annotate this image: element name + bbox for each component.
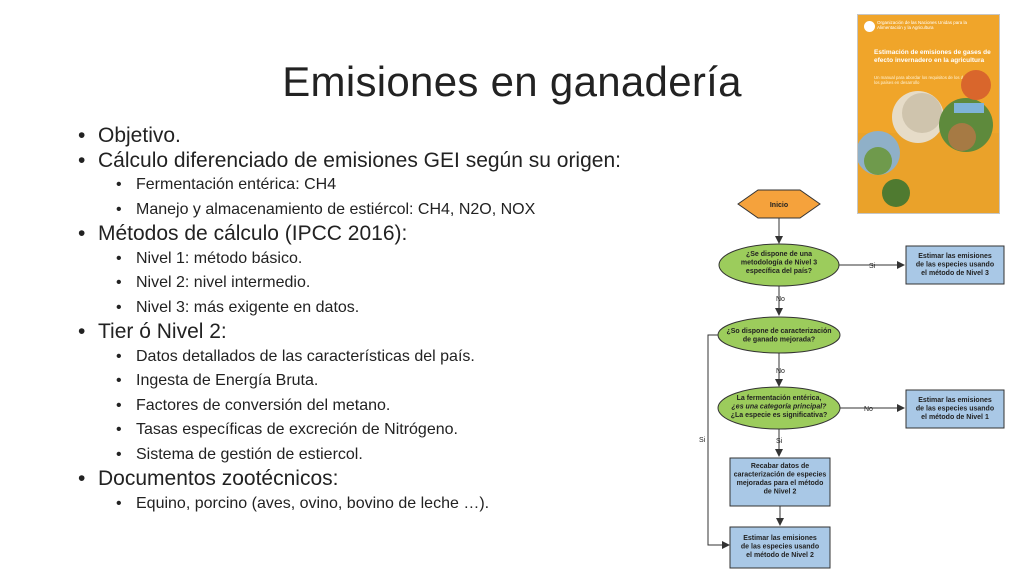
- book-photo-collage: [858, 70, 993, 207]
- label-q3-yes: Si: [776, 438, 783, 445]
- bullet-list: Objetivo.Cálculo diferenciado de emision…: [78, 124, 698, 516]
- book-cover-image: Organización de las Naciones Unidas para…: [857, 14, 1000, 214]
- flow-text-line: metodología de Nivel 3: [741, 260, 817, 267]
- flow-text-line: ¿Se dispone de una: [746, 251, 812, 258]
- bullet-item: Cálculo diferenciado de emisiones GEI se…: [78, 149, 698, 174]
- decision-characterization-label: ¿So dispone de caracterización de ganado …: [726, 328, 831, 344]
- sub-bullet-item: Fermentación entérica: CH4: [78, 173, 698, 198]
- sub-bullet-item: Equino, porcino (aves, ovino, bovino de …: [78, 492, 698, 517]
- label-q2-no: No: [776, 368, 785, 375]
- sub-bullet-item: Factores de conversión del metano.: [78, 394, 698, 419]
- process-tier2-label: Estimar las emisiones de las especies usa…: [741, 535, 819, 559]
- label-q1-no: No: [776, 296, 785, 303]
- flow-text-line: caracterización de especies: [734, 472, 827, 479]
- sub-bullet-item: Datos detallados de las características …: [78, 345, 698, 370]
- process-tier1-label: Estimar las emisiones de las especies usa…: [916, 397, 994, 421]
- sub-bullet-item: Sistema de gestión de estiercol.: [78, 443, 698, 468]
- process-tier1: [905, 389, 1005, 429]
- flow-text-line: el método de Nivel 2: [746, 552, 814, 559]
- bullet-item: Documentos zootécnicos:: [78, 467, 698, 492]
- decision-key-category-label: La fermentación entérica, ¿es una categor…: [731, 395, 828, 419]
- flow-text-line: de las especies usando: [916, 406, 994, 413]
- photo-circle-small: [882, 179, 910, 207]
- start-label: Inicio: [770, 202, 788, 209]
- bullet-item: Métodos de cálculo (IPCC 2016):: [78, 222, 698, 247]
- slide-title: Emisiones en ganadería: [282, 58, 742, 105]
- flow-text-line: de las especies usando: [916, 262, 994, 269]
- flow-text-line: de las especies usando: [741, 544, 819, 551]
- flow-text-line: Estimar las emisiones: [918, 253, 992, 260]
- flow-text-line: ¿es una categoría principal?: [732, 404, 828, 411]
- book-subtitle: Un manual para abordar los requisitos de…: [874, 75, 982, 85]
- sub-bullet-item: Ingesta de Energía Bruta.: [78, 369, 698, 394]
- arrow-q2-yes: [707, 334, 730, 549]
- photo-circle-orange: [961, 70, 991, 100]
- bullet-item: Tier ó Nivel 2:: [78, 320, 698, 345]
- label-q1-yes: Si: [869, 263, 876, 270]
- bullet-item: Objetivo.: [78, 124, 698, 149]
- sub-bullet-item: Nivel 1: método básico.: [78, 247, 698, 272]
- book-org: Organización de las Naciones Unidas para…: [877, 20, 968, 30]
- decision-characterization: [717, 316, 841, 354]
- flow-text-line: el método de Nivel 3: [921, 270, 989, 277]
- decision-tier3-label: ¿Se dispone de una metodología de Nivel 3…: [741, 251, 817, 275]
- flow-text-line: mejoradas para el método: [737, 480, 824, 487]
- flow-text-line: Estimar las emisiones: [743, 535, 817, 542]
- flow-text-line: específica del país?: [746, 268, 812, 275]
- flow-text-line: Recabar datos de: [751, 463, 809, 470]
- label-q3-no: No: [864, 406, 873, 413]
- label-q2-yes: Si: [699, 437, 706, 444]
- flow-text-line: ¿So dispone de caracterización: [726, 328, 831, 335]
- flow-text-line: Estimar las emisiones: [918, 397, 992, 404]
- process-collect-data-label: Recabar datos de caracterización de espec…: [734, 463, 827, 496]
- process-tier3: [905, 245, 1005, 285]
- process-tier2: [729, 526, 831, 569]
- book-title: Estimación de emisiones de gases de efec…: [874, 49, 991, 64]
- fao-logo-icon: [864, 21, 875, 32]
- process-tier3-label: Estimar las emisiones de las especies usa…: [916, 253, 994, 277]
- process-collect-data: [729, 457, 831, 507]
- start-node: [737, 189, 821, 219]
- flow-text-line: de ganado mejorada?: [743, 337, 815, 344]
- sub-bullet-item: Manejo y almacenamiento de estiércol: CH…: [78, 198, 698, 223]
- sub-bullet-item: Nivel 2: nivel intermedio.: [78, 271, 698, 296]
- flow-text-line: el método de Nivel 1: [921, 414, 989, 421]
- flow-text-line: La fermentación entérica,: [737, 395, 822, 402]
- sub-bullet-item: Tasas específicas de excreción de Nitróg…: [78, 418, 698, 443]
- flow-text-line: de Nivel 2: [764, 489, 797, 496]
- flow-text-line: ¿La especie es significativa?: [731, 412, 828, 419]
- sub-bullet-item: Nivel 3: más exigente en datos.: [78, 296, 698, 321]
